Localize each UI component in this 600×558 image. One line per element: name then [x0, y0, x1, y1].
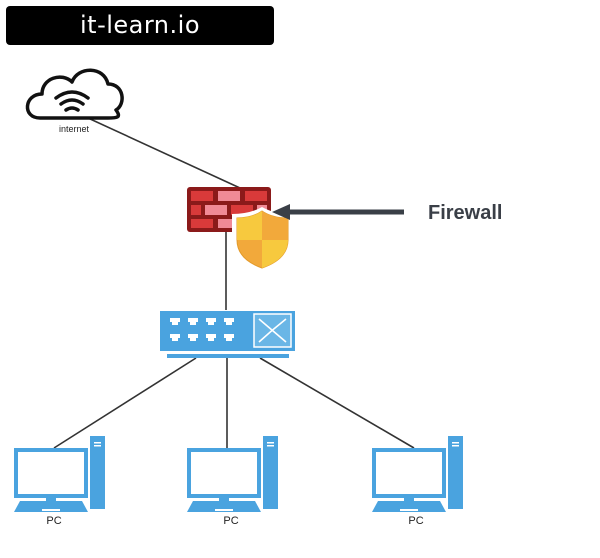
links [53, 117, 415, 449]
pc-label: PC [223, 515, 238, 527]
network-switch-icon [160, 311, 295, 358]
link-internet-firewall [87, 117, 241, 189]
firewall-annotation-label: Firewall [428, 202, 502, 224]
pc-node-3[interactable]: PC [372, 436, 463, 527]
cloud-icon [25, 68, 124, 120]
desktop-computer-icon [187, 436, 278, 512]
link-switch-pc1 [53, 357, 197, 449]
firewall-annotation: Firewall [272, 202, 502, 224]
internet-label: internet [59, 124, 90, 134]
pc-label: PC [408, 515, 423, 527]
brand-banner: it-learn.io [6, 6, 274, 45]
switch-node[interactable] [160, 311, 295, 358]
pc-label: PC [46, 515, 61, 527]
internet-node[interactable]: internet [25, 68, 124, 134]
desktop-computer-icon [372, 436, 463, 512]
arrow-head-icon [272, 204, 290, 220]
link-switch-pc3 [259, 357, 415, 449]
desktop-computer-icon [14, 436, 105, 512]
shield-icon [232, 207, 292, 272]
wifi-icon [54, 90, 90, 112]
pc-node-2[interactable]: PC [187, 436, 278, 527]
pc-node-1[interactable]: PC [14, 436, 105, 527]
firewall-node[interactable] [187, 187, 292, 272]
